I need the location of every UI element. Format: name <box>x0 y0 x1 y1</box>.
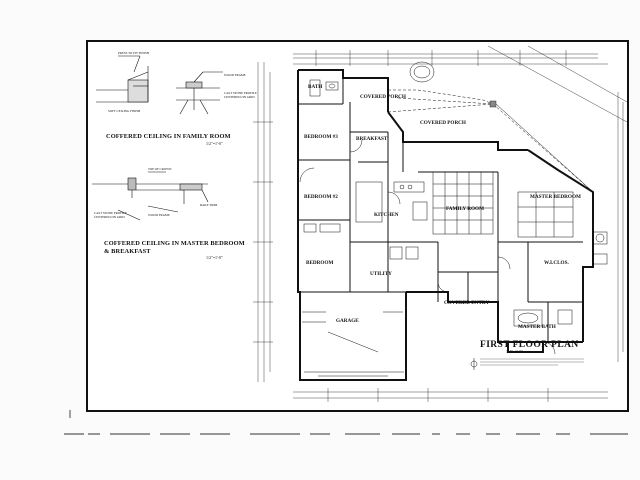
exterior-walls <box>297 69 594 381</box>
coffer-grid-family-room <box>432 171 494 235</box>
room-label-bedroom-3: BEDROOM #3 <box>304 134 338 140</box>
room-labels: BATH COVERED PORCH BEDROOM #3 BEDROOM #2… <box>304 84 581 330</box>
room-label-bedroom-2: BEDROOM #2 <box>304 194 338 200</box>
room-label-master-bedroom: MASTER BEDROOM <box>530 194 581 200</box>
svg-text:PRESS TO FIT FINISH: PRESS TO FIT FINISH <box>118 51 150 55</box>
garage-details <box>302 311 404 377</box>
porch-corner-marker <box>489 100 594 193</box>
room-label-master-bath: MASTER BATH <box>518 324 556 330</box>
detail-1-caption: COFFERED CEILING IN FAMILY ROOM <box>106 133 231 140</box>
detail-2-scale: 1/2"=1'-0" <box>206 255 223 260</box>
detail-1-scale: 1/2"=1'-0" <box>206 141 223 146</box>
porch-roof-lines <box>387 89 594 193</box>
room-label-bedroom: BEDROOM <box>306 260 333 266</box>
svg-text:WOOD FRAME: WOOD FRAME <box>224 73 246 77</box>
room-label-bath: BATH <box>308 84 322 90</box>
svg-text:CAST STONE PROFILE: CAST STONE PROFILE <box>224 91 257 95</box>
detail-2-notes: TOP OF CROWN CAST STONE PROFILE CENTERED… <box>94 167 218 219</box>
dimension-lines <box>253 45 628 402</box>
room-label-kitchen: KITCHEN <box>374 212 399 218</box>
plan-notes <box>480 358 584 366</box>
coffer-detail-family-room <box>96 55 223 115</box>
room-label-covered-porch-top: COVERED PORCH <box>360 94 406 100</box>
scan-margin-marks <box>64 410 628 435</box>
room-label-covered-entry: COVERED ENTRY <box>444 300 489 306</box>
svg-text:TOP OF CROWN: TOP OF CROWN <box>148 167 172 171</box>
coffer-grid-master-bedroom <box>517 191 574 238</box>
blueprint-canvas: PRESS TO FIT FINISH WOOD FRAME CAST STON… <box>92 45 628 402</box>
svg-text:CAST STONE PROFILE: CAST STONE PROFILE <box>94 211 127 215</box>
svg-text:WOOD FRAME: WOOD FRAME <box>148 213 170 217</box>
svg-text:RAKE TRIM: RAKE TRIM <box>200 203 218 207</box>
detail-1-notes: PRESS TO FIT FINISH WOOD FRAME CAST STON… <box>108 51 257 113</box>
detail-2-caption-line-2: & BREAKFAST <box>104 248 151 255</box>
room-label-family-room: FAMILY ROOM <box>446 206 484 212</box>
drawing-frame: PRESS TO FIT FINISH WOOD FRAME CAST STON… <box>86 40 629 412</box>
room-label-utility: UTILITY <box>370 271 392 277</box>
room-label-breakfast: BREAKFAST <box>356 136 388 142</box>
plan-scale: 1/4"=1'-0" <box>506 349 523 354</box>
svg-text:SOFT CEILING FINISH: SOFT CEILING FINISH <box>108 109 141 113</box>
room-label-walk-in-closet: W.I.CLOS. <box>544 260 569 266</box>
plan-title: FIRST FLOOR PLAN <box>480 340 579 350</box>
svg-text:CENTERED ON GRID: CENTERED ON GRID <box>224 95 255 99</box>
fixtures <box>299 61 608 355</box>
room-label-covered-porch-right: COVERED PORCH <box>420 120 466 126</box>
svg-text:CENTERED ON GRID: CENTERED ON GRID <box>94 215 125 219</box>
coffer-detail-master-bedroom <box>92 171 209 221</box>
room-label-garage: GARAGE <box>336 318 359 324</box>
detail-2-caption-line-1: COFFERED CEILING IN MASTER BEDROOM <box>104 240 245 247</box>
north-arrow <box>470 358 478 370</box>
interior-walls <box>298 78 583 342</box>
